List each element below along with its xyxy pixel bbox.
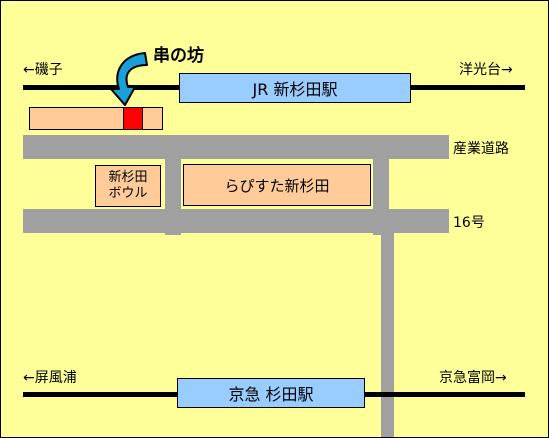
- bowl-name-line1: 新杉田: [108, 170, 148, 185]
- kushinobo-label: 串の坊: [153, 46, 204, 66]
- keikyu-sugita-station: 京急 杉田駅: [177, 378, 365, 408]
- south-road: [381, 233, 394, 437]
- isogo-direction-label: 磯子: [23, 59, 63, 79]
- yokodai-direction-label: 洋光台: [459, 59, 513, 79]
- sangyo-road-label: 産業道路: [453, 141, 509, 157]
- route-16-label: 16号: [453, 215, 485, 231]
- kushinobo-marker: [123, 107, 143, 130]
- jr-station-name: JR 新杉田駅: [252, 80, 338, 99]
- keikyu-station-name: 京急 杉田駅: [228, 385, 314, 404]
- lapis-name: らぴすた新杉田: [224, 176, 330, 195]
- lapis-shinsugita: らぴすた新杉田: [183, 164, 371, 206]
- jr-shinsugita-station: JR 新杉田駅: [179, 73, 411, 103]
- curved-arrow-icon: [110, 52, 148, 106]
- byobugaura-direction-label: 屏風浦: [23, 367, 77, 387]
- route-16: [23, 209, 449, 233]
- keikyu-tomioka-direction-label: 京急富岡: [439, 367, 507, 387]
- shinsugita-bowl: 新杉田 ボウル: [95, 165, 161, 207]
- bowl-name-line2: ボウル: [108, 186, 148, 201]
